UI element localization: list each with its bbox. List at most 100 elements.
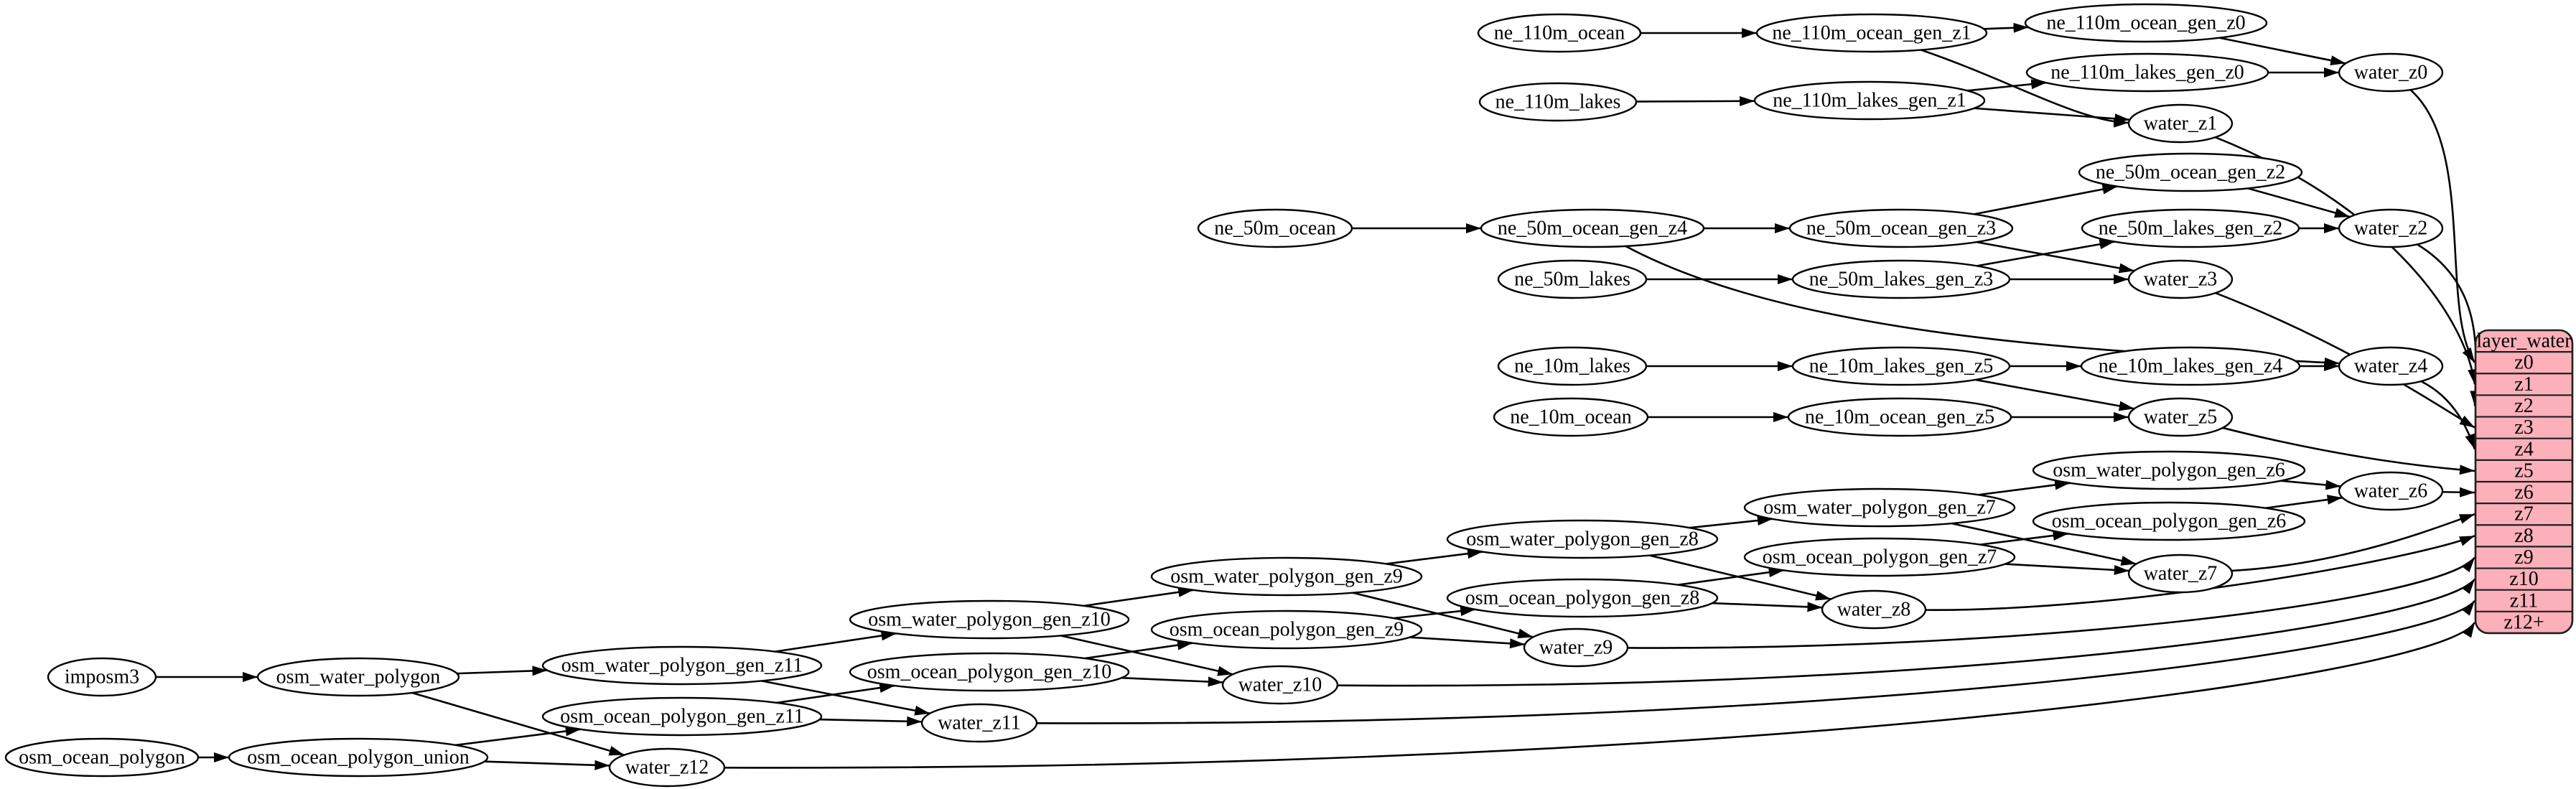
node-ellipse-water_z9 [1523,627,1629,668]
node-ne_10m_lakes_gen_z4: ne_10m_lakes_gen_z4 [2080,346,2301,386]
edge-water_z5-to-layer_water-z5 [2222,426,2475,475]
node-label-water_z3: water_z3 [2144,269,2218,291]
edge-osm_ocean_polygon_gen_z9-to-osm_ocean_polygon_gen_z8 [1393,606,1476,620]
node-ellipse-osm_water_polygon_gen_z11 [541,645,823,686]
node-ellipse-osm_water_polygon_gen_z7 [1743,487,2016,528]
node-osm_water_polygon_gen_z6: osm_water_polygon_gen_z6 [2032,450,2306,490]
node-label-water_z4: water_z4 [2354,355,2428,378]
node-label-ne_110m_ocean: ne_110m_ocean [1494,22,1625,45]
node-ellipse-ne_110m_lakes_gen_z0 [2025,52,2269,93]
edge-osm_water_polygon_gen_z9-to-osm_water_polygon_gen_z8 [1386,548,1483,565]
edge-osm_ocean_polygon_gen_z9-to-water_z9 [1409,636,1526,649]
edge-osm_ocean_polygon_union-to-osm_ocean_polygon_gen_z11 [455,726,582,747]
node-ellipse-ne_10m_lakes_gen_z5 [1791,346,2011,386]
node-water_z4: water_z4 [2338,346,2444,386]
node-ellipse-ne_110m_ocean_gen_z1 [1755,13,1988,53]
node-ellipse-water_z1 [2127,103,2234,144]
node-label-water_z9: water_z9 [1539,637,1613,659]
node-ellipse-osm_ocean_polygon_gen_z9 [1150,610,1423,650]
node-ellipse-water_z0 [2338,52,2444,93]
node-ellipse-water_z6 [2338,471,2444,511]
node-ne_110m_lakes_gen_z0: ne_110m_lakes_gen_z0 [2025,52,2269,93]
table-row-z9: z9 [2514,546,2533,569]
node-label-osm_ocean_polygon_gen_z7: osm_ocean_polygon_gen_z7 [1763,546,1997,569]
node-water_z10: water_z10 [1221,665,1339,705]
node-osm_water_polygon: osm_water_polygon [256,657,460,697]
node-ne_50m_ocean_gen_z3: ne_50m_ocean_gen_z3 [1788,208,2014,248]
table-row-z5: z5 [2514,459,2533,482]
node-water_z6: water_z6 [2338,471,2444,511]
node-label-ne_50m_lakes_gen_z2: ne_50m_lakes_gen_z2 [2099,218,2283,240]
node-label-ne_50m_ocean_gen_z3: ne_50m_ocean_gen_z3 [1806,218,1996,240]
node-ellipse-ne_50m_ocean [1197,208,1353,248]
node-label-ne_50m_ocean_gen_z2: ne_50m_ocean_gen_z2 [2096,162,2285,184]
node-ne_10m_lakes_gen_z5: ne_10m_lakes_gen_z5 [1791,346,2011,386]
node-ne_50m_lakes: ne_50m_lakes [1497,259,1648,299]
edge-osm_ocean_polygon_gen_z8-to-water_z8 [1712,602,1823,612]
node-ellipse-water_z5 [2127,397,2234,437]
node-label-ne_10m_lakes: ne_10m_lakes [1514,355,1630,378]
node-ellipse-ne_110m_lakes_gen_z1 [1753,80,1986,121]
edge-osm_water_polygon_gen_z8-to-water_z8 [1649,554,1831,601]
node-ne_50m_lakes_gen_z3: ne_50m_lakes_gen_z3 [1791,259,2011,299]
edge-osm_water_polygon_gen_z10-to-water_z10 [1060,635,1233,676]
table-row-z7: z7 [2514,503,2533,526]
node-ellipse-osm_water_polygon_gen_z10 [849,599,1130,640]
edge-water_z10-to-layer_water-z10 [1337,578,2476,687]
node-label-water_z2: water_z2 [2354,218,2428,240]
table-row-z8: z8 [2514,525,2533,547]
edge-water_z9-to-layer_water-z9 [1627,556,2476,649]
node-ne_10m_ocean_gen_z5: ne_10m_ocean_gen_z5 [1787,397,2012,437]
node-ellipse-ne_110m_ocean [1477,13,1642,53]
node-label-water_z7: water_z7 [2144,563,2218,585]
node-ellipse-water_z12 [608,747,726,788]
node-label-ne_10m_lakes_gen_z4: ne_10m_lakes_gen_z4 [2099,355,2283,378]
node-label-ne_10m_ocean_gen_z5: ne_10m_ocean_gen_z5 [1805,406,1994,429]
edge-osm_water_polygon_gen_z11-to-osm_water_polygon_gen_z10 [775,630,897,653]
node-label-ne_50m_ocean: ne_50m_ocean [1214,218,1336,240]
edge-osm_ocean_polygon_gen_z6-to-water_z6 [2265,495,2343,510]
node-label-water_z6: water_z6 [2354,480,2428,503]
node-ellipse-ne_10m_lakes_gen_z4 [2080,346,2301,386]
node-osm_ocean_polygon_gen_z9: osm_ocean_polygon_gen_z9 [1150,610,1423,650]
node-label-osm_ocean_polygon_gen_z10: osm_ocean_polygon_gen_z10 [867,661,1112,683]
node-label-water_z12: water_z12 [625,757,709,779]
edge-ne_50m_ocean_gen_z3-to-water_z3 [1976,241,2134,274]
node-ellipse-water_z10 [1221,665,1339,705]
edge-ne_110m_ocean_gen_z1-to-water_z1 [1921,49,2129,128]
node-label-water_z10: water_z10 [1238,674,1322,696]
node-ne_10m_ocean: ne_10m_ocean [1493,397,1649,437]
node-water_z3: water_z3 [2127,259,2234,299]
node-ellipse-osm_ocean_polygon [4,737,200,778]
edge-osm_ocean_polygon_gen_z10-to-osm_ocean_polygon_gen_z9 [1084,640,1193,660]
node-label-ne_10m_lakes_gen_z5: ne_10m_lakes_gen_z5 [1809,355,1994,378]
layer-water-table: layer_waterz0z1z2z3z4z5z6z7z8z9z10z11z12… [2474,329,2574,635]
node-water_z8: water_z8 [1821,589,1927,630]
node-ne_110m_lakes_gen_z1: ne_110m_lakes_gen_z1 [1753,80,1986,121]
node-ellipse-osm_water_polygon [256,657,460,697]
node-ellipse-water_z2 [2338,208,2444,248]
node-ne_110m_ocean_gen_z0: ne_110m_ocean_gen_z0 [2024,3,2268,43]
table-row-z12+: z12+ [2503,611,2544,633]
node-ellipse-imposm3 [47,657,157,697]
table-row-z11: z11 [2510,589,2538,612]
node-ellipse-ne_50m_ocean_gen_z4 [1480,208,1705,248]
node-label-ne_110m_lakes: ne_110m_lakes [1495,91,1621,113]
node-label-ne_110m_lakes_gen_z0: ne_110m_lakes_gen_z0 [2050,62,2244,84]
edge-osm_ocean_polygon_gen_z11-to-osm_ocean_polygon_gen_z10 [776,683,895,704]
edge-water_z12-to-layer_water-z12+ [724,622,2476,769]
edge-water_z7-to-layer_water-z7 [2231,513,2475,572]
node-water_z12: water_z12 [608,747,726,788]
node-water_z11: water_z11 [920,703,1038,743]
node-ellipse-osm_ocean_polygon_gen_z7 [1743,537,2016,577]
node-label-ne_50m_lakes_gen_z3: ne_50m_lakes_gen_z3 [1809,269,1994,291]
node-label-osm_water_polygon_gen_z8: osm_water_polygon_gen_z8 [1466,528,1699,551]
node-water_z9: water_z9 [1523,627,1629,668]
node-ellipse-ne_10m_lakes [1497,346,1648,386]
node-ellipse-osm_ocean_polygon_gen_z11 [541,696,823,737]
node-label-water_z11: water_z11 [938,712,1021,734]
edge-osm_water_polygon_gen_z11-to-water_z11 [761,680,930,716]
node-label-osm_ocean_polygon_gen_z11: osm_ocean_polygon_gen_z11 [560,706,804,728]
node-osm_ocean_polygon_gen_z10: osm_ocean_polygon_gen_z10 [849,652,1130,692]
